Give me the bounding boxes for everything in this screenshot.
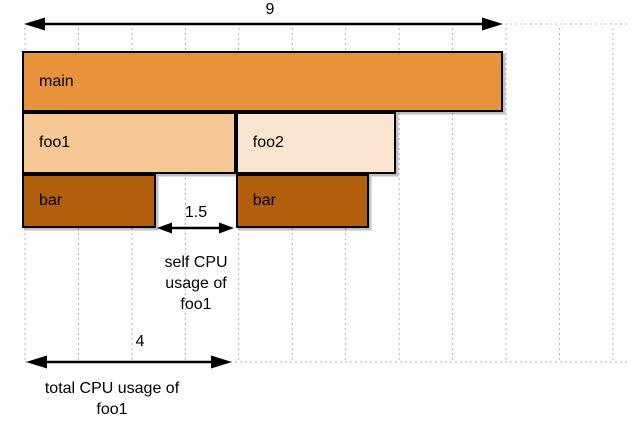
caption-line: self CPU [164, 254, 228, 271]
caption-line: foo1 [180, 296, 212, 313]
total-usage-caption: total CPU usage of foo1 [27, 378, 197, 420]
frame-bar-under-foo2: bar [235, 174, 370, 228]
caption-line: total CPU usage of [44, 380, 180, 397]
total-usage-arrow [26, 355, 232, 369]
arrow-head-right [211, 355, 232, 369]
frame-main: main [22, 51, 504, 112]
total-width-value: 9 [265, 1, 275, 18]
self-usage-caption: self CPU usage of foo1 [131, 252, 261, 315]
self-usage-arrow [157, 222, 234, 234]
frame-foo2: foo2 [235, 112, 397, 174]
total-width-arrow [24, 17, 503, 31]
frame-foo1: foo1 [22, 112, 236, 174]
arrow-head-left [157, 222, 172, 234]
frame-label: main [39, 72, 74, 90]
frame-label: foo2 [252, 134, 284, 151]
self-usage-value: 1.5 [184, 204, 208, 221]
caption-line: usage of [165, 275, 227, 292]
arrow-head-left [26, 355, 47, 369]
arrow-head-left [24, 17, 45, 31]
total-usage-value: 4 [135, 333, 145, 350]
frame-label: bar [39, 192, 63, 209]
arrow-head-right [482, 17, 503, 31]
arrow-head-right [219, 222, 234, 234]
frame-label: foo1 [39, 134, 71, 151]
caption-line: foo1 [96, 401, 128, 418]
frame-bar-under-foo1: bar [22, 174, 156, 228]
frame-label: bar [252, 192, 276, 209]
